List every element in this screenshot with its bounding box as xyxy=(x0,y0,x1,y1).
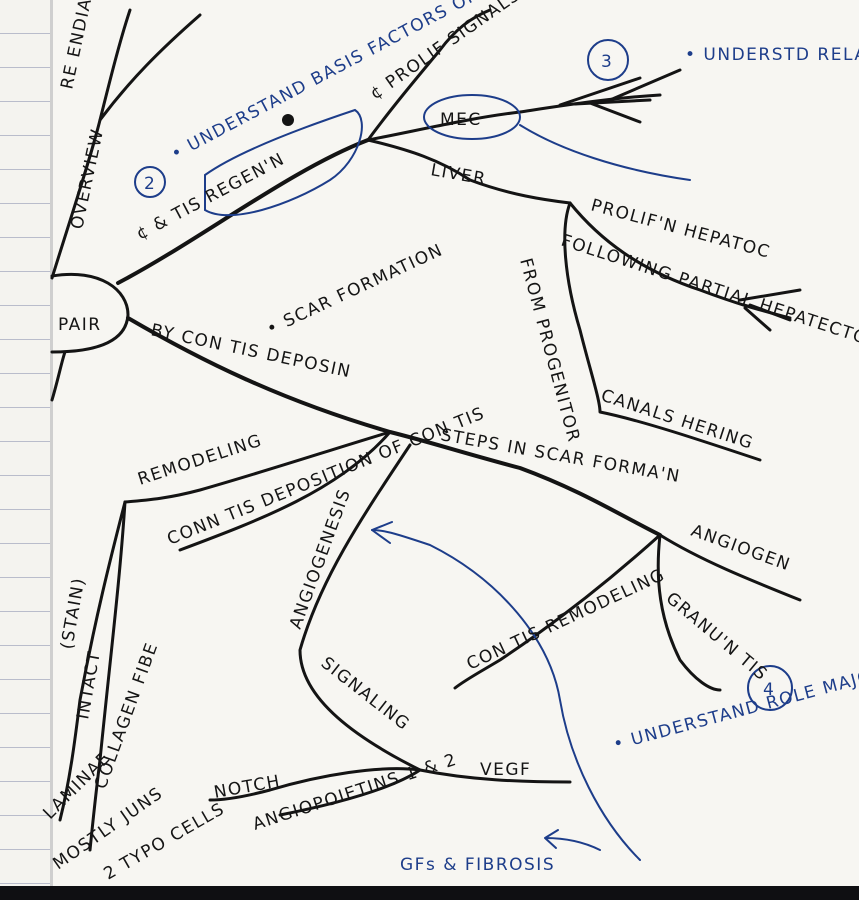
objective-4-number: 4 xyxy=(763,680,775,700)
central-node-label: PAIR xyxy=(58,315,102,335)
table-edge xyxy=(0,886,859,900)
oval-mec xyxy=(423,94,521,140)
objective-4-text: • UNDERSTAND ROLE MAJOR PLAYERS OF HEALI… xyxy=(611,607,859,755)
ruled-margin xyxy=(0,0,52,900)
objective-2-text: • UNDERSTAND BASIS FACTORS OF xyxy=(168,0,481,164)
branch-remodeling-left xyxy=(123,430,392,504)
label-from-progenitor: FROM PROGENITOR xyxy=(515,256,584,445)
objective-2-number: 2 xyxy=(144,174,156,194)
label-vegf: VEGF xyxy=(480,760,531,780)
label-granu-tis: GRANU'N TIS xyxy=(662,589,772,686)
branch-to-liver xyxy=(366,138,572,205)
label-notch: NOTCH xyxy=(212,771,282,802)
objective-3-circle xyxy=(587,39,629,81)
label-angiogenesis: ANGIOGENESIS xyxy=(286,486,355,632)
branch-prolif-signals xyxy=(366,8,492,142)
liver-rays xyxy=(738,288,802,332)
oval-tis-regen xyxy=(204,108,363,217)
branch-con-tis-remodeling xyxy=(453,533,662,690)
left-note-2: INTACT xyxy=(73,649,105,721)
branch-angiopoietins xyxy=(278,768,422,817)
branch-angiogenesis xyxy=(298,443,572,784)
arrow-to-gfs xyxy=(544,829,601,851)
page-edge xyxy=(50,0,53,900)
branch-left-top xyxy=(50,350,67,402)
objective-3-text: • UNDERSTD RELATIONSHIPS BETWEEN ¢ & THE… xyxy=(685,45,859,65)
branch-progenitor xyxy=(563,201,762,462)
branch-regen xyxy=(116,138,370,285)
mec-rays xyxy=(558,68,682,124)
bullet-dot xyxy=(282,114,294,126)
left-note-1: (STAIN) xyxy=(57,576,89,651)
label-overview: OVERVIEW xyxy=(67,127,108,231)
branch-left-down xyxy=(58,500,127,822)
arrow-mec-to-obj3 xyxy=(519,124,691,181)
branch-granulation xyxy=(656,533,722,692)
label-signaling: SIGNALING xyxy=(317,653,414,735)
label-top-left-fragment: RE ENDIA xyxy=(57,0,96,91)
label-by-conn-tis: BY CON TIS DEPOSIN xyxy=(149,320,353,382)
label-remodeling: REMODELING xyxy=(135,431,265,490)
label-canals-hering: CANALS HERING xyxy=(598,386,756,454)
objective-2-circle xyxy=(134,166,166,198)
objective-3-number: 3 xyxy=(601,52,613,72)
label-liver: LIVER xyxy=(429,160,488,189)
branch-top-left xyxy=(98,8,202,122)
label-scar-formation: • SCAR FORMATION xyxy=(264,240,447,339)
label-angiogen: ANGIOGEN xyxy=(688,521,793,576)
arrow-obj4-to-angiogenesis xyxy=(371,529,641,861)
label-gfs-fibrosis: GFs & FIBROSIS xyxy=(400,855,555,875)
branch-notch xyxy=(208,767,422,802)
branch-conn-tis xyxy=(126,316,662,537)
branch-steps xyxy=(658,533,802,602)
label-mec: MEC xyxy=(440,110,482,130)
branch-left-mid xyxy=(88,500,127,852)
branch-conn-dep xyxy=(178,430,392,552)
label-angiopoietins: ANGIOPOIETINS 1 & 2 xyxy=(250,750,460,835)
objective-4-circle xyxy=(747,665,793,711)
label-con-tis-remodeling: CON TIS REMODELING xyxy=(464,565,669,675)
arrowhead-angiogenesis xyxy=(371,521,393,544)
label-following-partial: FOLLOWING PARTIAL HEPATECTOMY xyxy=(558,231,859,358)
central-node-outline xyxy=(50,272,130,354)
branch-overview xyxy=(50,118,102,280)
